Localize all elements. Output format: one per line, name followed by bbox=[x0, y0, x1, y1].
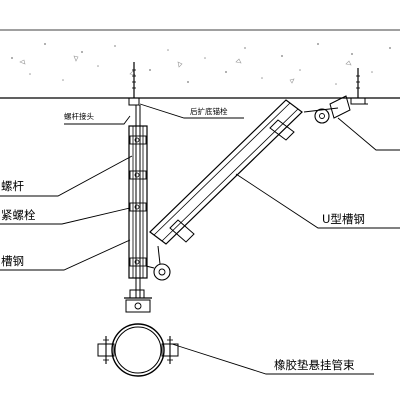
anchor-bolt-label: 后扩底锚栓 bbox=[190, 106, 228, 116]
concrete-slab bbox=[0, 29, 400, 99]
rubber-clamp-label: 橡胶垫悬挂管束 bbox=[274, 358, 355, 372]
tight-bolt-label: 紧螺栓 bbox=[1, 208, 36, 222]
channel-steel-label: 槽钢 bbox=[1, 254, 24, 268]
pipe-clamp bbox=[97, 297, 179, 377]
concrete-hatching bbox=[11, 43, 391, 85]
left-anchor-bolt bbox=[128, 62, 140, 106]
u-channel-label: U型槽钢 bbox=[322, 212, 365, 226]
diagonal-brace bbox=[145, 95, 368, 281]
rod-joint-label: 螺杆接头 bbox=[64, 111, 94, 121]
vertical-hanger bbox=[128, 105, 148, 299]
leader-lines bbox=[0, 103, 400, 375]
screw-rod-label: 螺杆 bbox=[1, 179, 24, 193]
